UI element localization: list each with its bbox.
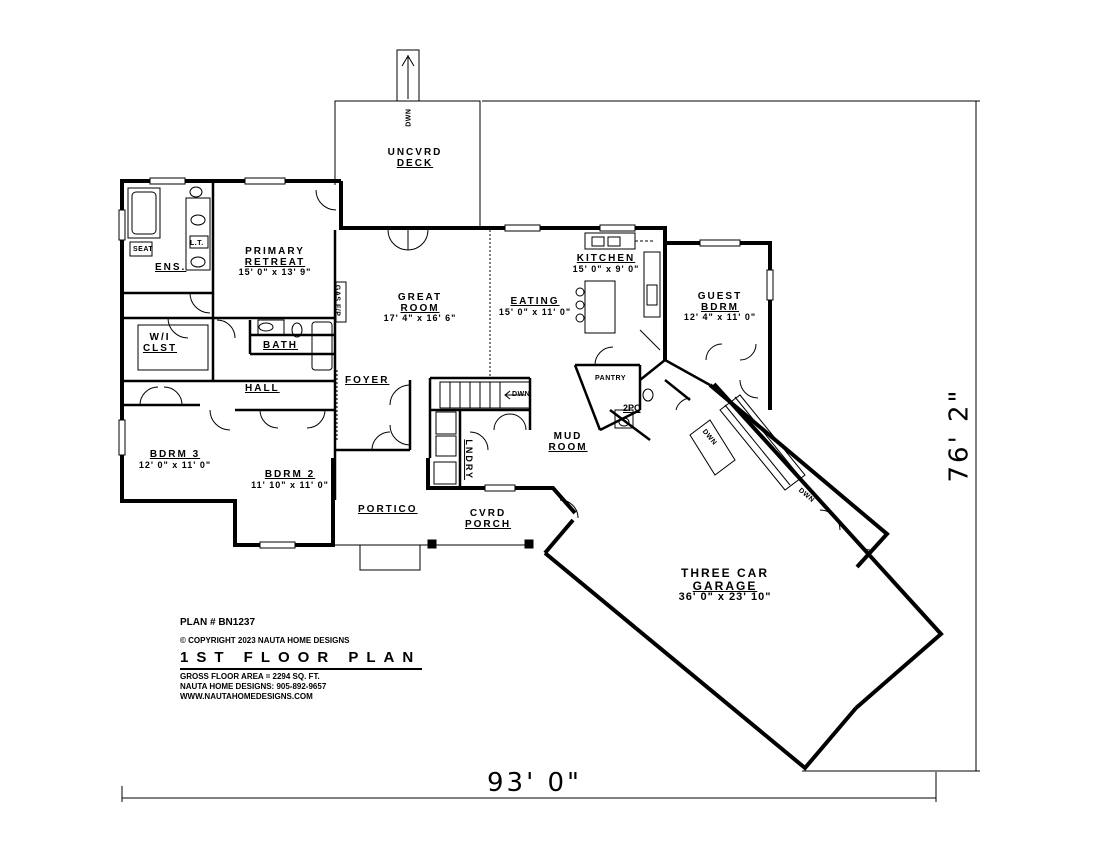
foyer-label: FOYER bbox=[345, 375, 390, 386]
seat-label: SEAT bbox=[133, 246, 154, 253]
mud-line2: ROOM bbox=[548, 441, 588, 453]
wi-line1: W/I bbox=[149, 332, 171, 343]
gasfp-label: GAS F/P bbox=[333, 284, 341, 317]
porch-line2: PORCH bbox=[464, 518, 512, 530]
kitchen-fixtures bbox=[335, 230, 661, 440]
main-stair-label: DWN bbox=[512, 391, 531, 398]
great-label: GREAT ROOM 17' 4" x 16' 6" bbox=[375, 292, 465, 323]
pc2-label: 2PC bbox=[623, 403, 641, 413]
eating-name: EATING bbox=[510, 296, 560, 307]
hall-label: HALL bbox=[245, 383, 280, 394]
bdrm3-label: BDRM 3 12' 0" x 11' 0" bbox=[135, 449, 215, 470]
ens-label: ENS. bbox=[155, 262, 187, 273]
gross-area-text: GROSS FLOOR AREA = 2294 SQ. FT. bbox=[180, 672, 320, 681]
lt-label: L.T. bbox=[190, 240, 204, 247]
bdrm2-size: 11' 10" x 11' 0" bbox=[251, 479, 329, 490]
mud-label: MUD ROOM bbox=[543, 431, 593, 453]
deck-stair-label: DWN bbox=[405, 108, 413, 127]
great-line1: GREAT bbox=[397, 292, 443, 303]
windows bbox=[118, 177, 774, 549]
bdrm2-name: BDRM 2 bbox=[264, 469, 316, 480]
garage-label: THREE CAR GARAGE 36' 0" x 23' 10" bbox=[660, 567, 790, 604]
wi-line2: CLST bbox=[142, 342, 178, 354]
eating-size: 15' 0" x 11' 0" bbox=[498, 306, 572, 317]
title-underline bbox=[180, 668, 422, 670]
deck-line2: DECK bbox=[396, 157, 434, 169]
great-line2: ROOM bbox=[400, 302, 440, 314]
kitchen-label: KITCHEN 15' 0" x 9' 0" bbox=[566, 253, 646, 274]
porch-label: CVRD PORCH bbox=[458, 508, 518, 530]
guest-line1: GUEST bbox=[697, 291, 743, 302]
doors bbox=[139, 189, 871, 551]
plan-number: PLAN # BN1237 bbox=[180, 617, 256, 628]
garage-size: 36' 0" x 23' 10" bbox=[678, 591, 772, 604]
eating-label: EATING 15' 0" x 11' 0" bbox=[490, 296, 580, 317]
primary-size: 15' 0" x 13' 9" bbox=[238, 267, 312, 277]
deck-label: UNCVRD DECK bbox=[370, 147, 460, 169]
bdrm2-label: BDRM 2 11' 10" x 11' 0" bbox=[245, 469, 335, 490]
primary-line1: PRIMARY bbox=[245, 246, 305, 257]
porch-line1: CVRD bbox=[469, 508, 507, 519]
great-size: 17' 4" x 16' 6" bbox=[383, 313, 457, 323]
kitchen-name: KITCHEN bbox=[576, 253, 636, 264]
overall-depth-label: 76' 2" bbox=[944, 387, 975, 483]
laundry-label: LNDRY bbox=[464, 439, 475, 481]
guest-line2: BDRM bbox=[701, 301, 739, 313]
guest-size: 12' 4" x 11' 0" bbox=[683, 312, 757, 322]
wi-label: W/I CLST bbox=[140, 332, 180, 354]
website-text: WWW.NAUTAHOMEDESIGNS.COM bbox=[180, 692, 313, 701]
guest-label: GUEST BDRM 12' 4" x 11' 0" bbox=[680, 291, 760, 322]
kitchen-size: 15' 0" x 9' 0" bbox=[572, 263, 640, 274]
pantry-label: PANTRY bbox=[595, 375, 626, 382]
garage-line2: GARAGE bbox=[692, 578, 758, 593]
stairs bbox=[439, 381, 806, 491]
portico-label: PORTICO bbox=[358, 504, 418, 515]
bath-label: BATH bbox=[263, 340, 299, 351]
mud-line1: MUD bbox=[553, 431, 583, 442]
deck-outline bbox=[334, 49, 481, 230]
copyright-text: © COPYRIGHT 2023 NAUTA HOME DESIGNS bbox=[180, 636, 350, 645]
fixtures bbox=[127, 186, 654, 485]
portico bbox=[335, 539, 534, 571]
plan-title: 1ST FLOOR PLAN bbox=[180, 649, 422, 666]
primary-line2: RETREAT bbox=[244, 256, 306, 268]
phone-text: NAUTA HOME DESIGNS: 905-892-9657 bbox=[180, 682, 327, 691]
deck-line1: UNCVRD bbox=[387, 147, 443, 158]
bdrm3-size: 12' 0" x 11' 0" bbox=[138, 459, 212, 470]
bdrm3-name: BDRM 3 bbox=[149, 449, 201, 460]
primary-label: PRIMARY RETREAT 15' 0" x 13' 9" bbox=[225, 246, 325, 277]
dimension-lines bbox=[121, 100, 980, 802]
overall-width-label: 93' 0" bbox=[487, 768, 582, 798]
garage-line1: THREE CAR bbox=[680, 566, 769, 580]
